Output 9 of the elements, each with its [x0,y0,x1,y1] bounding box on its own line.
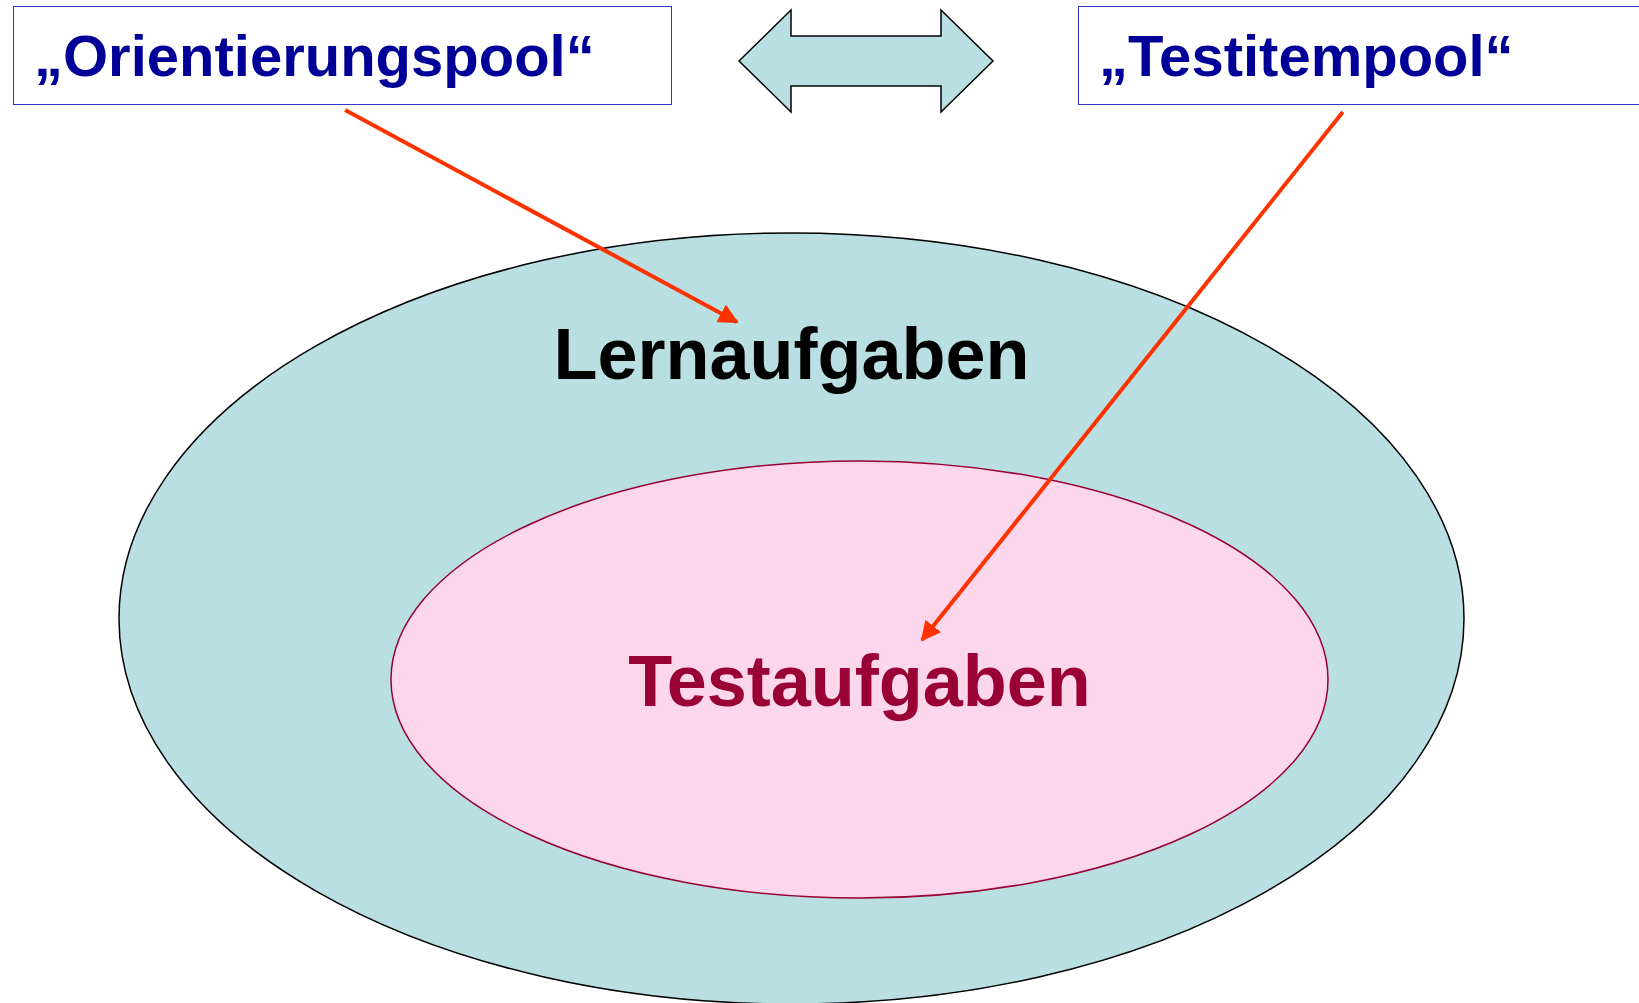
box-title: „Testitempool“ [1099,22,1514,89]
ellipse-label: Lernaufgaben [552,313,1031,397]
pool-label-box [1078,6,1639,105]
pool-label-box [13,6,672,105]
ellipse-label: Testaufgaben [627,640,1092,724]
arrow [344,108,739,324]
arrow [920,110,1345,642]
box-title: „Orientierungspool“ [34,22,595,89]
double-block-arrow [737,8,995,114]
